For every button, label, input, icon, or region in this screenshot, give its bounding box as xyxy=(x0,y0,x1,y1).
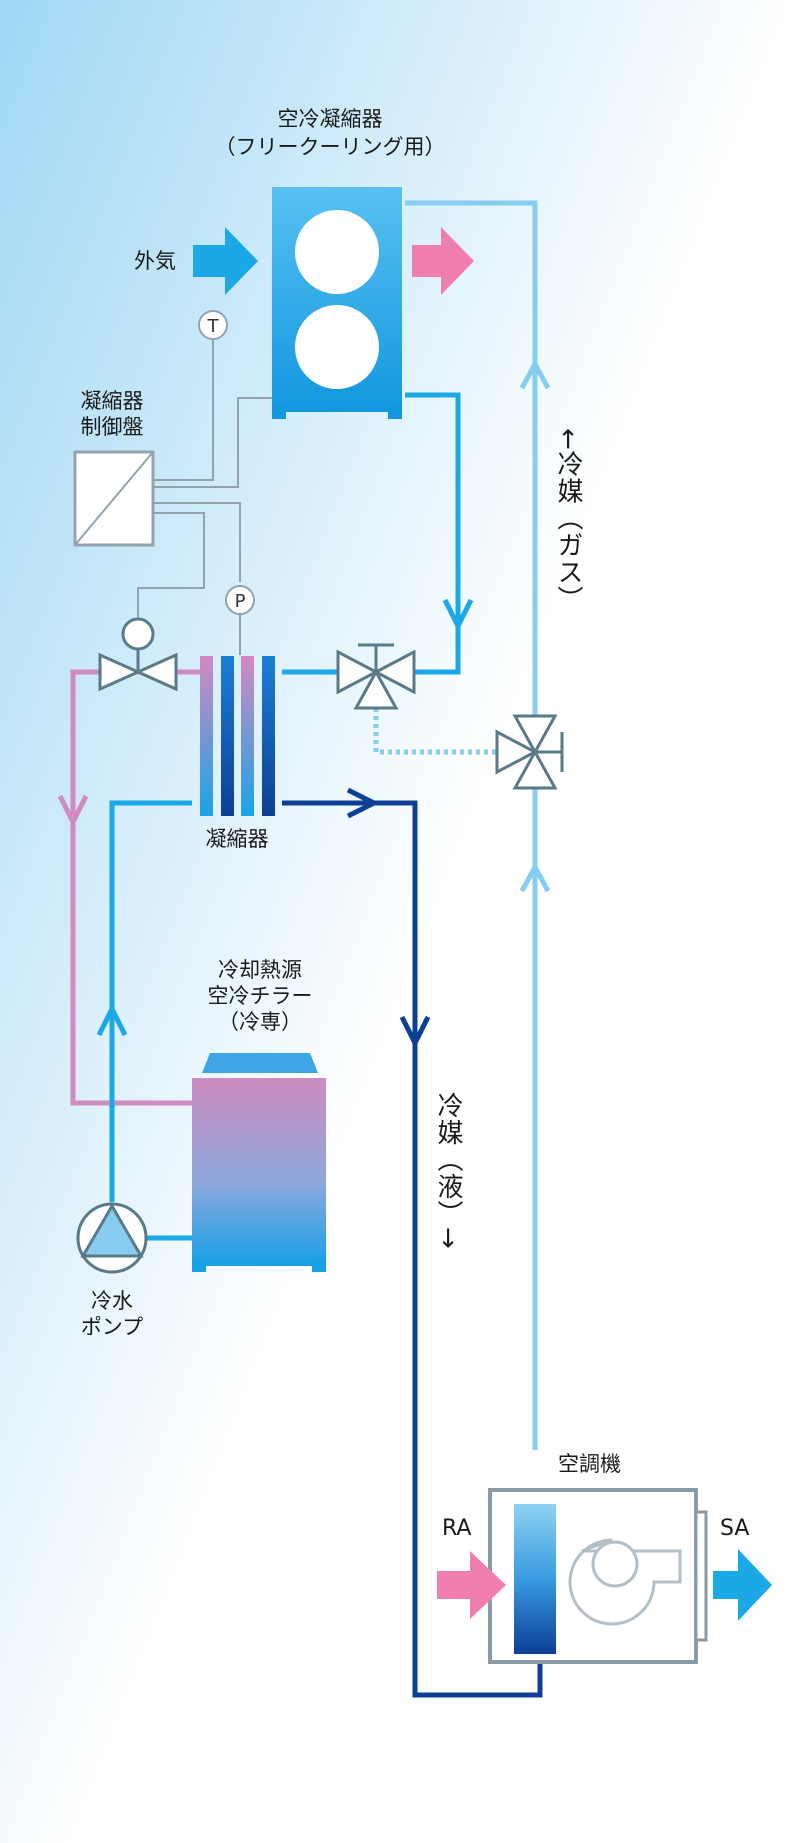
liquid-arrow-right xyxy=(346,787,380,819)
air-condenser-title: 空冷凝縮器 xyxy=(277,107,383,131)
refrigerant-gas-label: ←冷媒（ガス） xyxy=(553,428,583,613)
air-cooled-chiller xyxy=(192,1053,326,1272)
chiller-label-3: （冷専） xyxy=(218,1010,302,1034)
discharge-arrow-down xyxy=(442,598,474,632)
pump-label-2: ポンプ xyxy=(80,1315,144,1339)
pump-icon xyxy=(76,1202,148,1274)
condenser-discharge-line xyxy=(405,392,461,675)
three-way-valve-right-icon xyxy=(495,714,564,790)
refrigerant-liquid-label: 冷媒（液）→ xyxy=(433,1092,463,1250)
pressure-sensor-icon: P xyxy=(225,585,255,615)
free-cooling-subtitle: （フリークーリング用） xyxy=(214,135,446,159)
air-handling-unit xyxy=(488,1488,708,1664)
pressure-sensor-label: P xyxy=(235,591,246,612)
chilled-water-riser xyxy=(109,800,192,1202)
cooling-coil xyxy=(514,1504,556,1654)
gas-line xyxy=(405,200,538,1450)
three-way-valve-middle-icon xyxy=(336,643,416,710)
temperature-sensor-icon: T xyxy=(198,310,228,340)
supply-air-arrow xyxy=(713,1549,772,1621)
condenser-fan-top xyxy=(295,210,379,294)
control-panel-label-1: 凝縮器 xyxy=(80,389,144,413)
warm-water-arrow-down xyxy=(57,794,89,828)
gas-arrow-up-2 xyxy=(519,861,551,893)
chiller-label-1: 冷却熱源 xyxy=(218,958,302,982)
condenser-label: 凝縮器 xyxy=(205,827,269,851)
motorized-valve-icon xyxy=(98,617,178,692)
fan-hub-icon xyxy=(591,1540,639,1588)
sa-label: SA xyxy=(720,1516,750,1541)
chiller-label-2: 空冷チラー xyxy=(207,984,313,1008)
control-wiring xyxy=(137,330,272,655)
control-panel-icon xyxy=(73,450,155,547)
valve-control-dotted xyxy=(373,700,500,755)
pump-label-1: 冷水 xyxy=(91,1289,133,1313)
condenser-fan-bottom xyxy=(295,305,379,389)
plate-condenser xyxy=(200,656,275,816)
outside-air-label: 外気 xyxy=(134,249,176,273)
chilled-water-arrow-up xyxy=(96,1003,128,1037)
gas-arrow-up-1 xyxy=(519,358,551,390)
temperature-sensor-label: T xyxy=(207,316,220,337)
return-air-arrow xyxy=(437,1551,506,1619)
air-handler-label: 空調機 xyxy=(558,1452,621,1476)
control-panel-label-2: 制御盤 xyxy=(80,415,144,439)
outside-air-arrow xyxy=(193,227,258,295)
liquid-arrow-down xyxy=(399,1015,431,1049)
ra-label: RA xyxy=(442,1516,472,1541)
air-cooled-condenser xyxy=(272,187,402,419)
exhaust-air-arrow xyxy=(412,227,474,295)
